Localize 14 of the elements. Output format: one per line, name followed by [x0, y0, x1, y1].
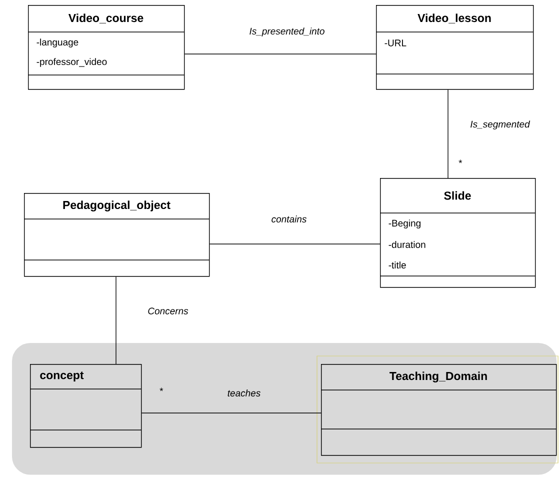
edge-label: Is_segmented	[470, 120, 530, 130]
edge-label: teaches	[228, 390, 260, 396]
class-box: Teaching_Domain	[316, 356, 558, 464]
class-box: concept	[30, 364, 142, 448]
class-box: Pedagogical_object	[24, 193, 210, 277]
edge-label: Is_presented_into	[250, 28, 324, 36]
class-box: Slide -Beging -duration -title	[380, 178, 536, 288]
multiplicity-label: *	[458, 160, 462, 164]
edge-label: Concerns	[148, 308, 188, 314]
class-box: Video_course -language -professor_video	[28, 5, 185, 90]
edge-label: contains	[272, 216, 306, 222]
class-box: Video_lesson -URL	[376, 5, 534, 90]
association-line	[141, 412, 322, 414]
multiplicity-label: *	[160, 388, 164, 392]
